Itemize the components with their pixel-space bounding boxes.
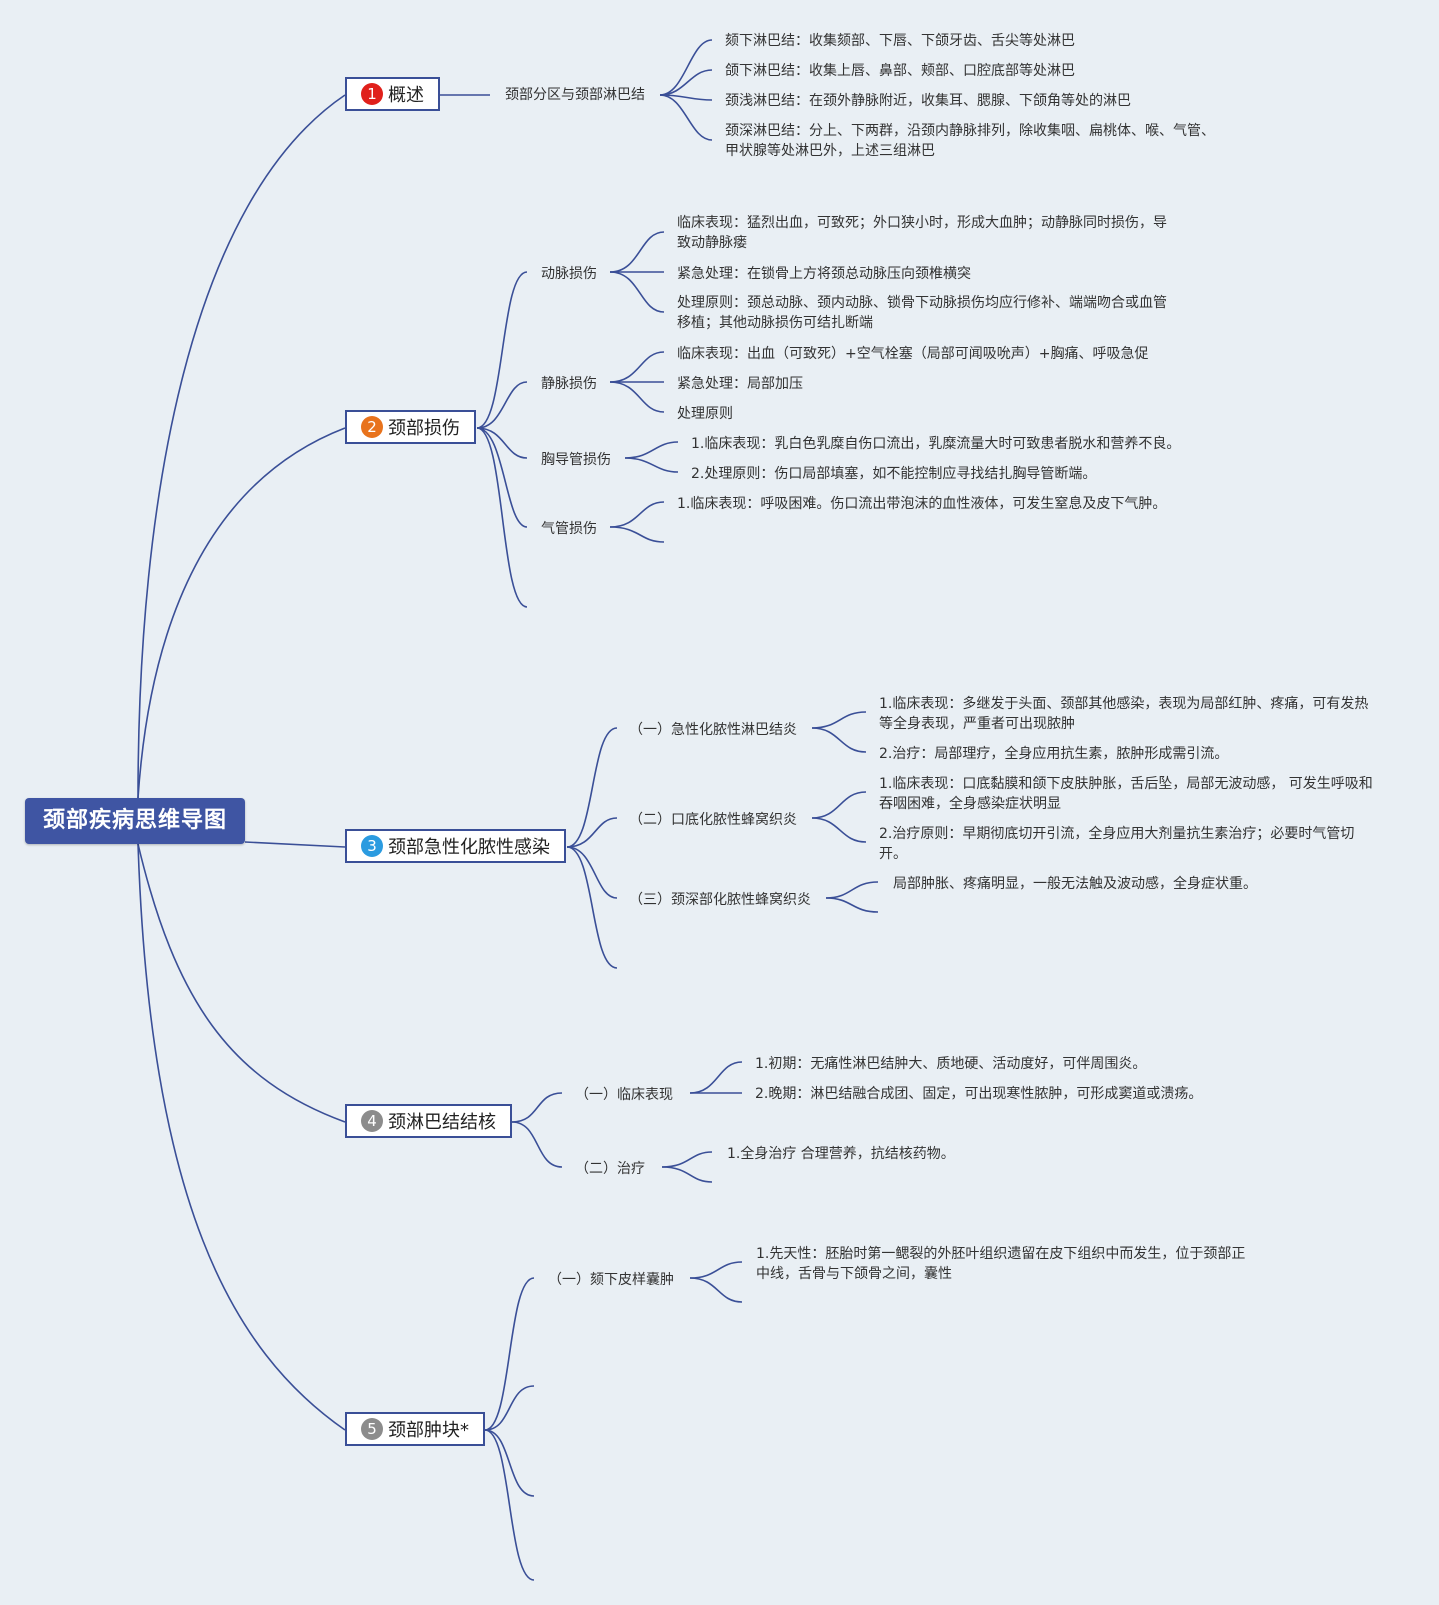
leaf-lymphadenitis-clinical[interactable]: 1.临床表现：多继发于头面、颈部其他感染，表现为局部红肿、疼痛，可有发热等全身表… [879,696,1369,732]
branch-neck-mass-label: 颈部肿块* [388,1420,469,1441]
subtopic-tb-treatment[interactable]: （二）治疗 [575,1161,645,1177]
number-badge-3: 3 [361,835,383,857]
number-badge-2: 2 [361,416,383,438]
link-root-b3 [244,841,346,848]
leaf-submandibular-node[interactable]: 颌下淋巴结：收集上唇、鼻部、颊部、口腔底部等处淋巴 [725,63,1075,79]
leaf-thoracic-clinical[interactable]: 1.临床表现：乳白色乳糜自伤口流出，乳糜流量大时可致患者脱水和营养不良。 [691,436,1181,452]
leaf-vein-principle[interactable]: 处理原则 [677,406,733,422]
subtopic-thoracic-duct-injury[interactable]: 胸导管损伤 [541,452,611,468]
subtopic-floor-mouth-cellulitis[interactable]: （二）口底化脓性蜂窝织炎 [629,812,797,828]
branch-acute-infection[interactable]: 3 颈部急性化脓性感染 [345,829,566,863]
leaf-artery-principle[interactable]: 处理原则：颈总动脉、颈内动脉、锁骨下动脉损伤均应行修补、端端吻合或血管移植；其他… [677,295,1167,331]
link-root-b1 [137,94,346,799]
link-root-b5 [137,843,346,1431]
link-root-b2 [137,427,346,799]
leaf-trachea-clinical[interactable]: 1.临床表现：呼吸困难。伤口流出带泡沫的血性液体，可发生窒息及皮下气肿。 [677,496,1167,512]
link-root-b4 [137,843,346,1123]
leaf-lymphadenitis-treatment[interactable]: 2.治疗：局部理疗，全身应用抗生素，脓肿形成需引流。 [879,746,1229,762]
leaf-superficial-cervical-node[interactable]: 颈浅淋巴结：在颈外静脉附近，收集耳、腮腺、下颌角等处的淋巴 [725,93,1131,109]
branch-acute-infection-label: 颈部急性化脓性感染 [388,837,550,858]
subtopic-trachea-injury[interactable]: 气管损伤 [541,521,597,537]
subtopic-deep-neck-cellulitis[interactable]: （三）颈深部化脓性蜂窝织炎 [629,892,811,908]
number-badge-1: 1 [361,83,383,105]
root-node[interactable]: 颈部疾病思维导图 [25,798,245,844]
leaf-vein-emergency[interactable]: 紧急处理：局部加压 [677,376,803,392]
subtopic-dermoid-cyst[interactable]: （一）颏下皮样囊肿 [548,1272,674,1288]
subtopic-vein-injury[interactable]: 静脉损伤 [541,376,597,392]
leaf-thoracic-principle[interactable]: 2.处理原则：伤口局部填塞，如不能控制应寻找结扎胸导管断端。 [691,466,1097,482]
leaf-tb-late[interactable]: 2.晚期：淋巴结融合成团、固定，可出现寒性脓肿，可形成窦道或溃疡。 [755,1086,1203,1102]
subtopic-artery-injury[interactable]: 动脉损伤 [541,266,597,282]
branch-neck-injury-label: 颈部损伤 [388,418,460,439]
leaf-artery-emergency[interactable]: 紧急处理：在锁骨上方将颈总动脉压向颈椎横突 [677,266,971,282]
leaf-floor-mouth-principle[interactable]: 2.治疗原则：早期彻底切开引流，全身应用大剂量抗生素治疗；必要时气管切开。 [879,826,1355,862]
branch-overview[interactable]: 1 概述 [345,77,440,111]
leaf-dermoid-congenital[interactable]: 1.先天性：胚胎时第一鳃裂的外胚叶组织遗留在皮下组织中而发生，位于颈部正中线，舌… [756,1246,1246,1282]
subtopic-lymph-regions[interactable]: 颈部分区与颈部淋巴结 [505,87,645,103]
leaf-vein-clinical[interactable]: 临床表现：出血（可致死）+空气栓塞（局部可闻吸吮声）+胸痛、呼吸急促 [677,346,1149,362]
branch-lymph-tuberculosis-label: 颈淋巴结结核 [388,1112,496,1133]
leaf-tb-early[interactable]: 1.初期：无痛性淋巴结肿大、质地硬、活动度好，可伴周围炎。 [755,1056,1147,1072]
branch-neck-injury[interactable]: 2 颈部损伤 [345,410,476,444]
leaf-deep-cervical-node[interactable]: 颈深淋巴结：分上、下两群，沿颈内静脉排列，除收集咽、扁桃体、喉、气管、甲状腺等处… [725,123,1215,159]
branch-overview-label: 概述 [388,85,424,106]
leaf-tb-systemic-treatment[interactable]: 1.全身治疗 合理营养，抗结核药物。 [727,1146,955,1162]
leaf-floor-mouth-clinical[interactable]: 1.临床表现：口底黏膜和颌下皮肤肿胀，舌后坠，局部无波动感， 可发生呼吸和吞咽困… [879,776,1373,812]
subtopic-acute-lymphadenitis[interactable]: （一）急性化脓性淋巴结炎 [629,722,797,738]
branch-lymph-tuberculosis[interactable]: 4 颈淋巴结结核 [345,1104,512,1138]
leaf-submental-node[interactable]: 颏下淋巴结：收集颏部、下唇、下颌牙齿、舌尖等处淋巴 [725,33,1075,49]
leaf-artery-clinical[interactable]: 临床表现：猛烈出血，可致死；外口狭小时，形成大血肿；动静脉同时损伤，导致动静脉瘘 [677,215,1167,251]
leaf-deep-neck-symptoms[interactable]: 局部肿胀、疼痛明显，一般无法触及波动感，全身症状重。 [893,876,1257,892]
number-badge-5: 5 [361,1418,383,1440]
branch-neck-mass[interactable]: 5 颈部肿块* [345,1412,485,1446]
subtopic-tb-clinical[interactable]: （一）临床表现 [575,1087,673,1103]
number-badge-4: 4 [361,1110,383,1132]
